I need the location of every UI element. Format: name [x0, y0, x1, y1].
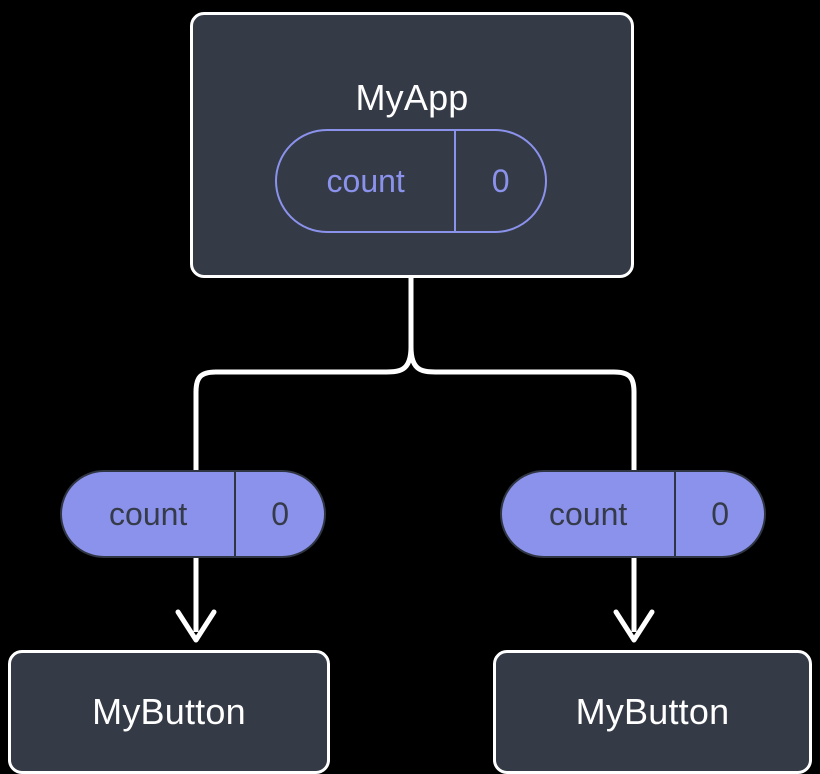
- prop-pill-left-count[interactable]: count 0: [60, 470, 326, 558]
- node-mybutton-right-title: MyButton: [575, 691, 730, 732]
- prop-pill-left-key: count: [109, 495, 188, 532]
- edge-to-right-child: [408, 344, 637, 473]
- arrow-left-head: [175, 609, 217, 643]
- arrow-right-head: [613, 609, 655, 643]
- node-mybutton-left[interactable]: MyButton: [8, 650, 330, 774]
- prop-pill-left-value: 0: [234, 472, 324, 556]
- edge-to-left-child: [193, 344, 414, 473]
- node-myapp-title: MyApp: [355, 77, 469, 118]
- prop-pill-right-value: 0: [674, 472, 764, 556]
- state-pill-myapp-value: 0: [454, 131, 545, 231]
- state-pill-myapp-count[interactable]: count 0: [275, 129, 547, 233]
- prop-pill-right-key: count: [549, 495, 628, 532]
- state-pill-myapp-key: count: [326, 162, 405, 199]
- node-mybutton-right[interactable]: MyButton: [493, 650, 812, 774]
- prop-pill-right-count[interactable]: count 0: [500, 470, 766, 558]
- node-mybutton-left-title: MyButton: [92, 691, 246, 732]
